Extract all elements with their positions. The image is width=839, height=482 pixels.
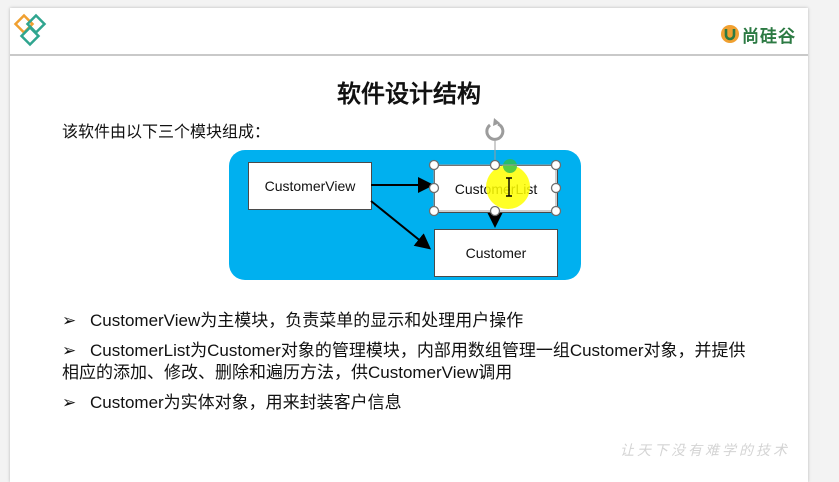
slide-title[interactable]: 软件设计结构: [337, 80, 481, 108]
header-divider: [10, 54, 808, 56]
customer-list-box[interactable]: CustomerList: [434, 165, 558, 213]
customer-list-label: CustomerList: [454, 181, 538, 197]
bullet-arrow-icon: ➢: [62, 393, 77, 412]
bullet-item: ➢ CustomerList为Customer对象的管理模块，内部用数组管理一组…: [62, 340, 762, 384]
bullet-arrow-icon: ➢: [62, 311, 77, 330]
bullet-text: Customer为实体对象，用来封装客户信息: [90, 393, 402, 412]
footer-watermark: 让天下没有难学的技术: [620, 443, 790, 459]
customer-view-label: CustomerView: [264, 178, 356, 194]
brand-text: 尚硅谷: [742, 26, 796, 47]
slide-intro-text[interactable]: 该软件由以下三个模块组成：: [62, 122, 271, 141]
bullet-text: CustomerView为主模块，负责菜单的显示和处理用户操作: [90, 311, 524, 330]
brand-u-icon: [721, 25, 739, 43]
bullet-item: ➢ CustomerView为主模块，负责菜单的显示和处理用户操作: [62, 310, 762, 332]
brand-logo: 尚硅谷: [720, 22, 796, 47]
customer-view-box[interactable]: CustomerView: [248, 162, 372, 210]
bullet-item: ➢ Customer为实体对象，用来封装客户信息: [62, 392, 762, 414]
customer-box[interactable]: Customer: [434, 229, 558, 277]
customer-label: Customer: [465, 245, 527, 261]
slide: 尚硅谷 软件设计结构 该软件由以下三个模块组成： CustomerView Cu…: [10, 8, 808, 482]
bullet-arrow-icon: ➢: [62, 341, 77, 360]
bullet-list[interactable]: ➢ CustomerView为主模块，负责菜单的显示和处理用户操作 ➢ Cust…: [62, 310, 762, 422]
bullet-text: CustomerList为Customer对象的管理模块，内部用数组管理一组Cu…: [62, 341, 746, 382]
logo-diamonds-icon: [13, 13, 47, 47]
